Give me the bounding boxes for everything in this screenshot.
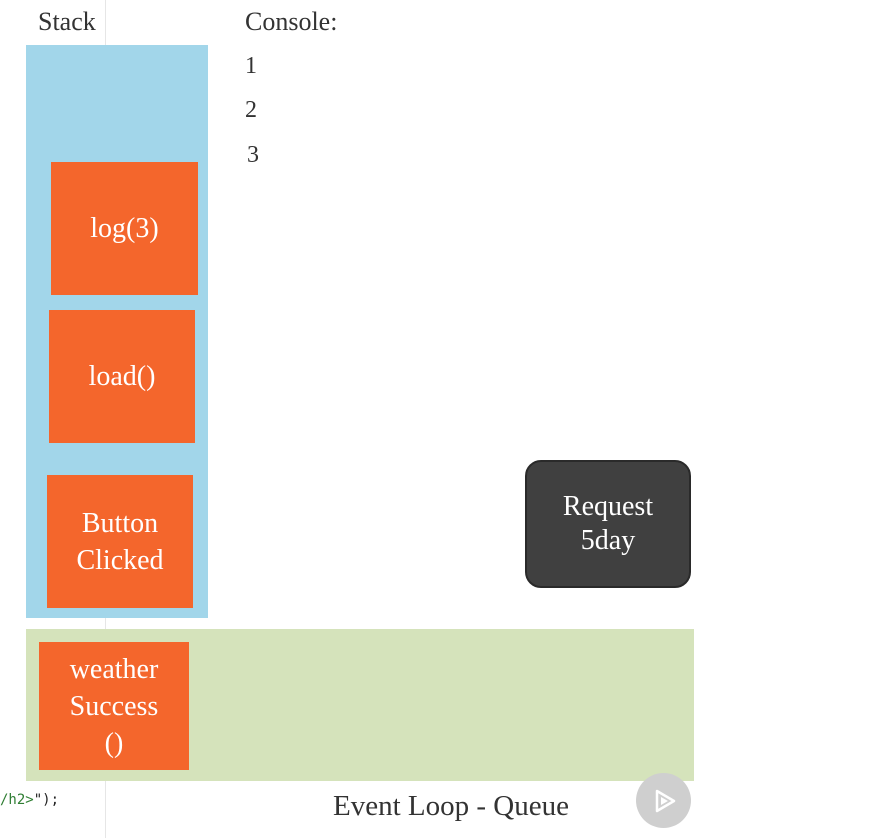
stack-frame-label: log(3): [90, 213, 159, 244]
play-icon: [655, 789, 675, 812]
console-line-2: 2: [245, 97, 257, 123]
queue-item-label: weather Success (): [69, 653, 159, 759]
code-fragment-tail: ");: [33, 792, 60, 808]
stack-frame-load: load(): [49, 310, 195, 443]
web-api-request-box: Request 5day: [525, 460, 691, 588]
stack-label: Stack: [38, 7, 96, 36]
console-title: Console:: [245, 7, 338, 36]
stack-frame-log3: log(3): [51, 162, 198, 295]
queue-label: Event Loop - Queue: [333, 790, 569, 822]
stack-frame-label: load(): [88, 361, 156, 392]
stack-frame-label: Button Clicked: [76, 507, 164, 576]
web-api-label: Request 5day: [562, 491, 654, 556]
stack-frame-button-clicked: Button Clicked: [47, 475, 193, 608]
code-fragment: /h2>");: [0, 792, 59, 808]
queue-item-weather-success: weather Success (): [39, 642, 189, 770]
code-fragment-tag: /h2>: [0, 792, 34, 808]
console-line-1: 1: [245, 53, 257, 79]
console-line-3: 3: [247, 142, 259, 168]
play-button[interactable]: [636, 773, 691, 828]
